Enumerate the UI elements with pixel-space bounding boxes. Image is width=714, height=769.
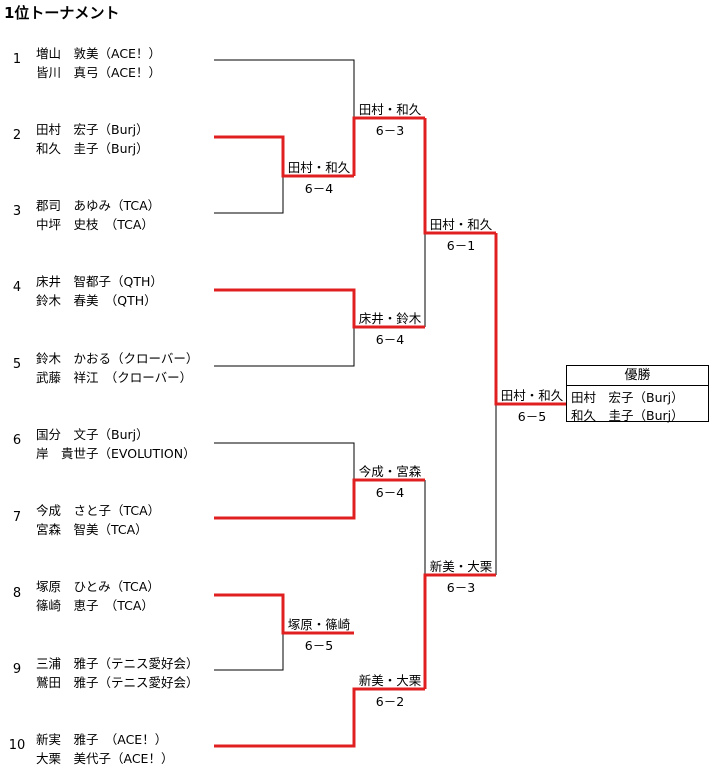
player-name: 鷲田 雅子（テニス愛好会）	[36, 675, 199, 690]
seed-number: 7	[12, 510, 22, 525]
player-name: 岸 貴世子（EVOLUTION）	[36, 446, 196, 461]
player-name: 郡司 あゆみ（TCA）	[36, 198, 161, 213]
bracket-win-line	[214, 593, 354, 635]
player-name: 国分 文子（Burj）	[36, 427, 149, 442]
player-name: 塚原 ひとみ（TCA）	[36, 579, 160, 594]
player-name: 田村 宏子（Burj）	[36, 122, 149, 137]
player-name: 和久 圭子（Burj）	[36, 141, 149, 156]
player-name: 中坪 史枝 （TCA）	[36, 217, 154, 232]
match-score: 6－4	[375, 485, 405, 500]
match-score: 6－2	[375, 694, 405, 709]
match-score: 6－4	[304, 181, 334, 196]
player-name: 三浦 雅子（テニス愛好会）	[36, 656, 199, 671]
bracket-line	[214, 327, 355, 367]
player-name: 今成 さと子（TCA）	[36, 503, 161, 518]
seed-number: 2	[12, 128, 22, 143]
bracket-win-line	[352, 116, 425, 176]
match-winner: 新美・大栗	[358, 673, 422, 688]
bracket-win-line	[214, 135, 354, 178]
match-winner: 新美・大栗	[429, 559, 493, 574]
bracket-line	[214, 176, 284, 214]
match-winner: 田村・和久	[429, 217, 493, 232]
bracket-line	[214, 633, 284, 671]
bracket-win-line	[423, 118, 496, 235]
champion-player: 和久 圭子（Burj）	[571, 408, 684, 423]
seed-number: 5	[12, 357, 22, 372]
match-score: 6－5	[304, 638, 334, 653]
champion-player: 田村 宏子（Burj）	[571, 390, 684, 405]
match-score: 6－3	[375, 123, 405, 138]
match-winner: 床井・鈴木	[358, 311, 422, 326]
champion-header: 優勝	[567, 366, 708, 386]
player-name: 篠崎 恵子 （TCA）	[36, 598, 154, 613]
bracket-win-line	[494, 233, 566, 406]
match-score: 6－4	[375, 332, 405, 347]
player-name: 増山 敦美（ACE！）	[36, 46, 161, 61]
page-title: 1位トーナメント	[4, 4, 120, 22]
match-winner: 田村・和久	[358, 102, 422, 117]
match-score: 6－3	[446, 580, 476, 595]
player-name: 床井 智都子（QTH）	[36, 274, 163, 289]
bracket-win-line	[423, 573, 496, 689]
player-name: 武藤 祥江 （クローバー）	[36, 370, 193, 385]
match-winner: 田村・和久	[287, 160, 351, 175]
seed-number: 6	[12, 433, 22, 448]
player-name: 鈴木 かおる（クローバー）	[36, 351, 199, 366]
win-lines	[214, 116, 566, 748]
seed-number: 3	[12, 204, 22, 219]
player-name: 宮森 智美（TCA）	[36, 522, 148, 537]
match-winner: 今成・宮森	[358, 464, 422, 479]
player-name: 大栗 美代子（ACE！）	[36, 751, 174, 766]
loss-lines	[214, 59, 497, 671]
bracket-line	[214, 59, 355, 118]
match-score: 6－5	[517, 409, 547, 424]
player-name: 鈴木 春美 （QTH）	[36, 293, 157, 308]
bracket-line	[214, 442, 355, 480]
seed-number: 1	[12, 52, 22, 67]
seed-number: 10	[8, 738, 26, 753]
seed-number: 9	[12, 662, 22, 677]
bracket-win-line	[214, 687, 425, 748]
match-score: 6－1	[446, 238, 476, 253]
seed-number: 4	[12, 280, 22, 295]
seed-number: 8	[12, 586, 22, 601]
match-winner: 田村・和久	[500, 388, 564, 403]
match-winner: 塚原・篠崎	[287, 617, 351, 632]
champion-box: 優勝 田村 宏子（Burj） 和久 圭子（Burj）	[566, 365, 709, 423]
player-name: 新実 雅子 （ACE！）	[36, 732, 168, 747]
bracket-win-line	[214, 288, 425, 329]
bracket-win-line	[214, 478, 425, 520]
player-name: 皆川 真弓（ACE！）	[36, 65, 161, 80]
